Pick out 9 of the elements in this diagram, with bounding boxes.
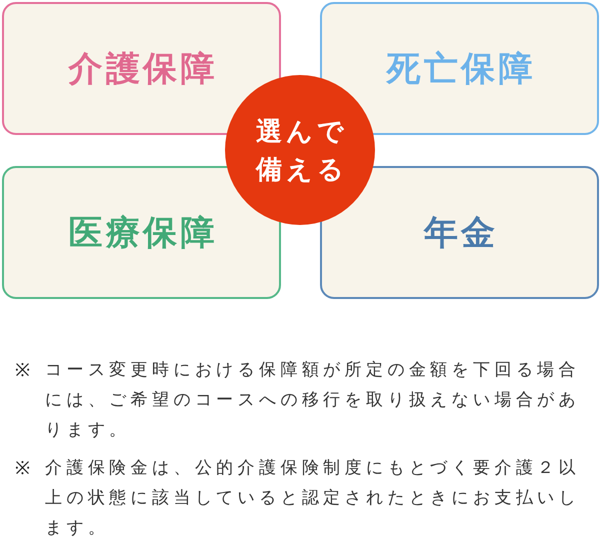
node-label: 医療保障 — [67, 216, 218, 250]
node-label: 年金 — [422, 216, 499, 250]
node-label: 介護保障 — [67, 52, 218, 86]
node-label: 死亡保障 — [385, 52, 536, 86]
note-marker: ※ — [14, 457, 30, 480]
note-text: コース変更時における保障額が所定の金額を下回る場合には、ご希望のコースへの移行を取り扱えない場合があります。 — [45, 359, 581, 441]
note-text: 介護保険金は、公的介護保険制度にもとづく要介護２以上の状態に該当していると認定されたときにお支払いします。 — [45, 457, 581, 539]
note-marker: ※ — [14, 359, 30, 382]
node-label: 選んで備える — [254, 115, 349, 186]
